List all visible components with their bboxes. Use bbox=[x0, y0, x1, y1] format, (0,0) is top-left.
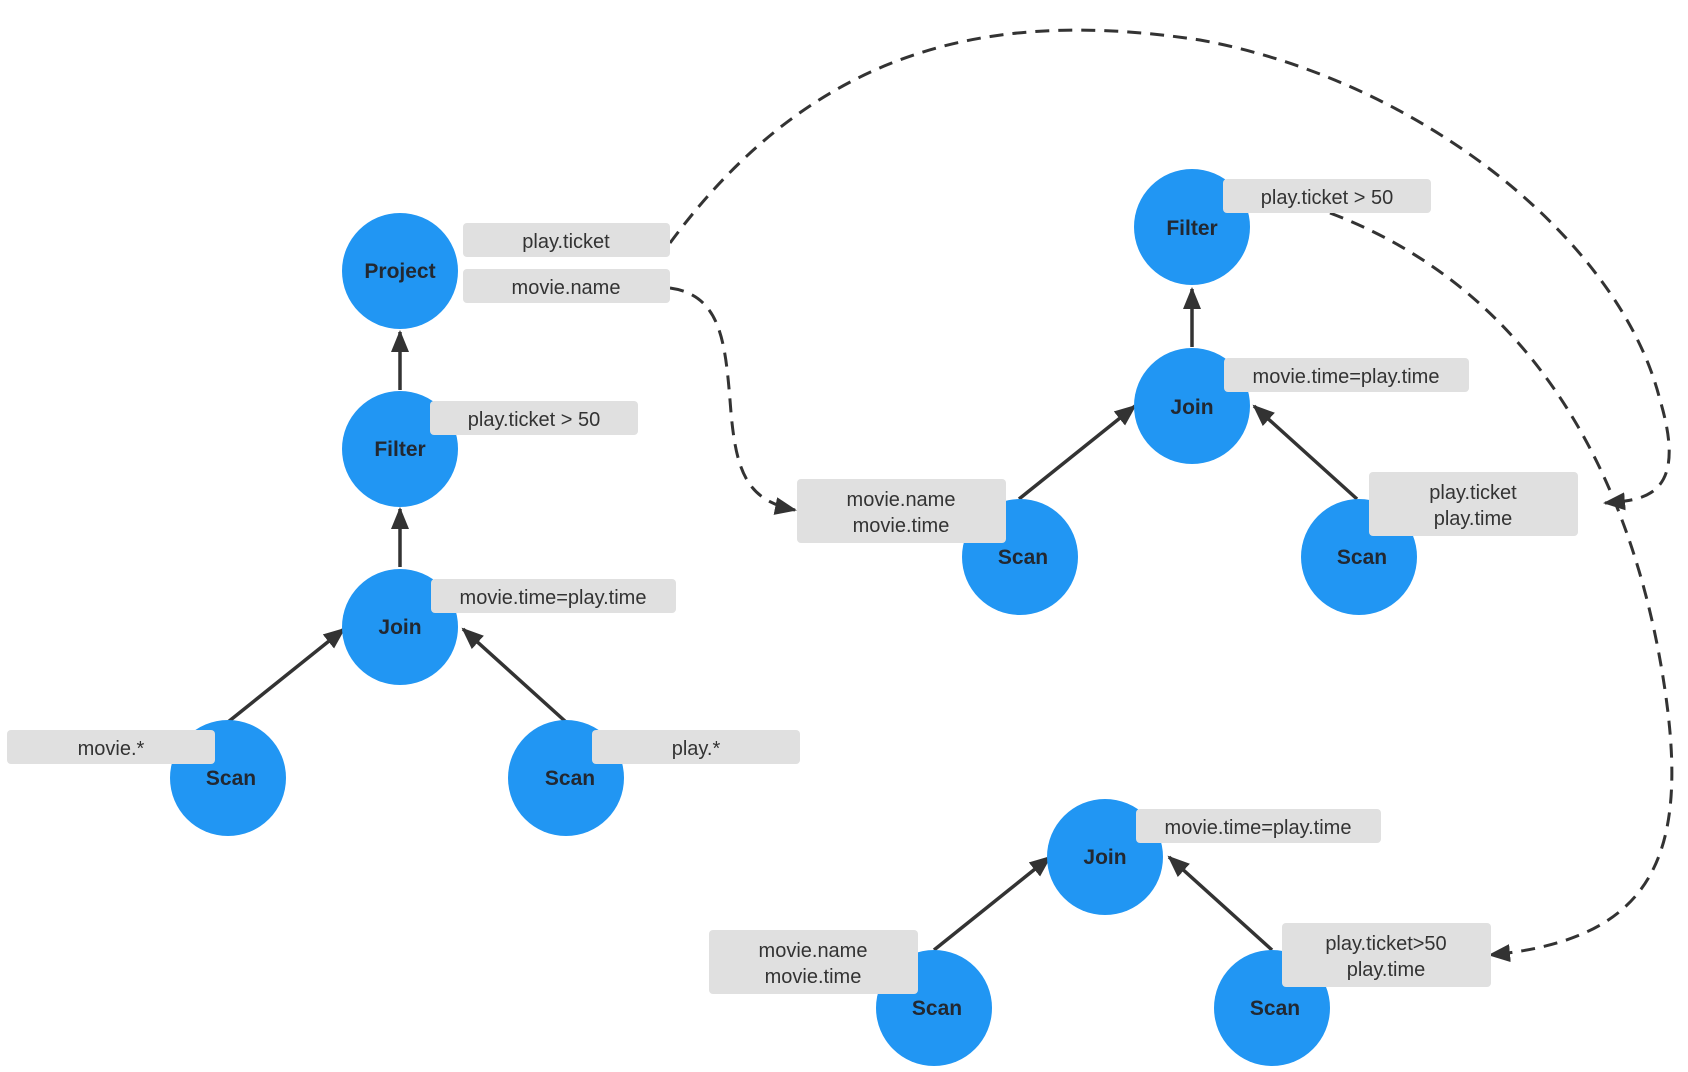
scan-play-tag-after: play.ticket>50 play.time bbox=[1282, 923, 1491, 987]
plan-before: Project play.ticket movie.name Filter pl… bbox=[7, 213, 800, 836]
pushdown-arrow-ticket bbox=[668, 28, 1671, 511]
svg-text:play.ticket > 50: play.ticket > 50 bbox=[468, 409, 600, 431]
scan-movie-tag-after: movie.name movie.time bbox=[709, 930, 918, 994]
join-tag: movie.time=play.time bbox=[431, 579, 676, 613]
svg-text:movie.time=play.time: movie.time=play.time bbox=[1165, 817, 1352, 839]
plan-after: Join movie.time=play.time Scan movie.nam… bbox=[709, 799, 1491, 1066]
plan-middle: Filter play.ticket > 50 Join movie.time=… bbox=[797, 169, 1578, 615]
scan-movie-node-after-label: Scan bbox=[912, 997, 962, 1020]
filter-tag: play.ticket > 50 bbox=[430, 401, 638, 435]
join-node-after-label: Join bbox=[1083, 846, 1126, 869]
scan-play-tag-mid: play.ticket play.time bbox=[1369, 472, 1578, 536]
scan-play-tag: play.* bbox=[592, 730, 800, 764]
svg-text:movie.time: movie.time bbox=[853, 515, 950, 537]
scan-movie-tag-mid: movie.name movie.time bbox=[797, 479, 1006, 543]
pushdown-arrow-name bbox=[669, 286, 797, 515]
join-tag-mid: movie.time=play.time bbox=[1224, 358, 1469, 392]
scan-play-node-after-label: Scan bbox=[1250, 997, 1300, 1020]
join-node: Join bbox=[342, 569, 458, 685]
svg-text:movie.time=play.time: movie.time=play.time bbox=[1253, 366, 1440, 388]
pushdown-arrow-filter bbox=[1329, 211, 1674, 963]
scan-play-node-label: Scan bbox=[545, 767, 595, 790]
join-node-label: Join bbox=[378, 616, 421, 639]
svg-text:movie.*: movie.* bbox=[78, 738, 145, 760]
scan-movie-node-mid-label: Scan bbox=[998, 546, 1048, 569]
svg-text:play.*: play.* bbox=[672, 738, 721, 760]
svg-text:play.ticket: play.ticket bbox=[522, 231, 610, 253]
edge-scan-play-join-after bbox=[1167, 855, 1274, 952]
svg-text:play.ticket > 50: play.ticket > 50 bbox=[1261, 187, 1393, 209]
filter-node-label: Filter bbox=[374, 438, 425, 461]
filter-node: Filter bbox=[342, 391, 458, 507]
svg-text:movie.name: movie.name bbox=[759, 940, 868, 962]
edge-scan-movie-join-mid bbox=[1017, 404, 1137, 501]
filter-tag-mid: play.ticket > 50 bbox=[1223, 179, 1431, 213]
svg-text:play.ticket: play.ticket bbox=[1429, 482, 1517, 504]
filter-node-mid: Filter bbox=[1134, 169, 1250, 285]
join-node-after: Join bbox=[1047, 799, 1163, 915]
project-node-label: Project bbox=[364, 260, 435, 283]
scan-play-node-mid-label: Scan bbox=[1337, 546, 1387, 569]
join-node-mid: Join bbox=[1134, 348, 1250, 464]
project-tag-ticket: play.ticket bbox=[463, 223, 670, 257]
svg-text:movie.name: movie.name bbox=[847, 489, 956, 511]
project-tag-name: movie.name bbox=[463, 269, 670, 303]
join-node-mid-label: Join bbox=[1170, 396, 1213, 419]
svg-text:movie.time=play.time: movie.time=play.time bbox=[460, 587, 647, 609]
filter-node-mid-label: Filter bbox=[1166, 217, 1217, 240]
edge-scan-movie-join-after bbox=[932, 855, 1052, 952]
scan-movie-node-label: Scan bbox=[206, 767, 256, 790]
scan-movie-tag: movie.* bbox=[7, 730, 215, 764]
svg-text:movie.time: movie.time bbox=[765, 966, 862, 988]
svg-text:play.time: play.time bbox=[1347, 959, 1426, 981]
svg-text:play.ticket>50: play.ticket>50 bbox=[1325, 933, 1446, 955]
project-node: Project bbox=[342, 213, 458, 329]
svg-text:movie.name: movie.name bbox=[512, 277, 621, 299]
join-tag-after: movie.time=play.time bbox=[1136, 809, 1381, 843]
edge-scan-play-join-mid bbox=[1252, 404, 1359, 501]
edge-scan-play-join bbox=[461, 627, 568, 724]
svg-text:play.time: play.time bbox=[1434, 508, 1513, 530]
edge-scan-movie-join bbox=[226, 627, 346, 724]
